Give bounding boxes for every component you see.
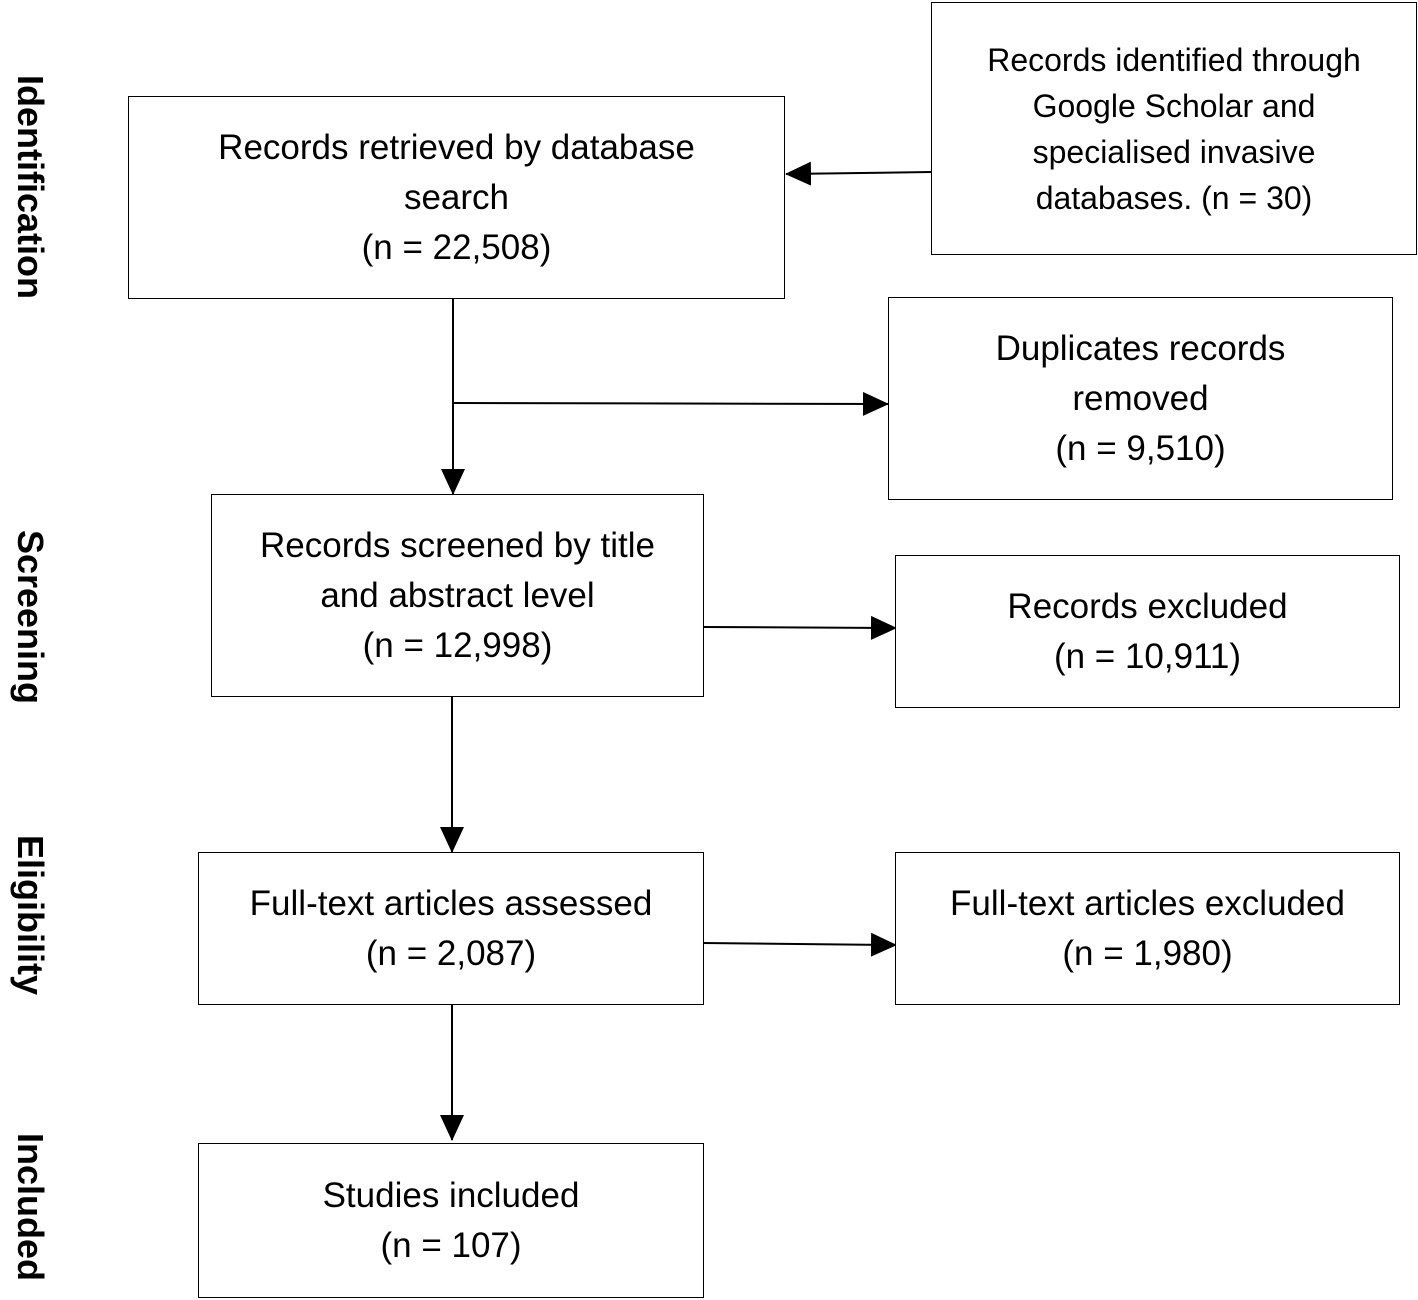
box-database-search: Records retrieved by database search (n … bbox=[128, 96, 785, 299]
arrow-to-duplicates bbox=[452, 391, 889, 416]
box-line: (n = 12,998) bbox=[362, 625, 553, 665]
box-line: databases. (n = 30) bbox=[1035, 179, 1313, 216]
box-line: Records identified through bbox=[987, 41, 1361, 78]
box-line: Studies included bbox=[322, 1175, 580, 1215]
box-other-sources: Records identified through Google Schola… bbox=[931, 2, 1417, 255]
box-records-excluded: Records excluded (n = 10,911) bbox=[895, 555, 1400, 708]
box-line: search bbox=[403, 177, 510, 217]
box-line: (n = 2,087) bbox=[365, 933, 537, 973]
box-line: (n = 107) bbox=[380, 1225, 522, 1265]
arrow-other-to-database bbox=[785, 161, 932, 186]
box-line: Duplicates records bbox=[995, 328, 1286, 368]
box-line: Records excluded bbox=[1007, 586, 1288, 626]
box-line: (n = 22,508) bbox=[361, 227, 552, 267]
arrow-fulltext-to-excluded bbox=[702, 932, 897, 957]
box-line: Full-text articles excluded bbox=[950, 883, 1345, 923]
box-line: removed bbox=[1072, 378, 1209, 418]
arrow-screened-to-excluded bbox=[702, 615, 897, 640]
box-line: (n = 1,980) bbox=[1062, 933, 1233, 973]
box-studies-included: Studies included (n = 107) bbox=[198, 1143, 704, 1298]
box-line: (n = 9,510) bbox=[1055, 428, 1226, 468]
box-line: and abstract level bbox=[320, 575, 595, 615]
box-screened: Records screened by title and abstract l… bbox=[211, 494, 704, 697]
box-line: Records retrieved by database bbox=[218, 127, 695, 167]
box-line: Full-text articles assessed bbox=[249, 883, 653, 923]
box-line: (n = 10,911) bbox=[1053, 636, 1242, 676]
box-fulltext-assessed: Full-text articles assessed (n = 2,087) bbox=[198, 852, 704, 1005]
box-line: specialised invasive bbox=[1032, 133, 1316, 170]
box-line: Google Scholar and bbox=[1032, 87, 1316, 124]
box-duplicates-removed: Duplicates records removed (n = 9,510) bbox=[888, 297, 1393, 500]
box-line: Records screened by title bbox=[260, 525, 655, 565]
box-fulltext-excluded: Full-text articles excluded (n = 1,980) bbox=[895, 852, 1400, 1005]
